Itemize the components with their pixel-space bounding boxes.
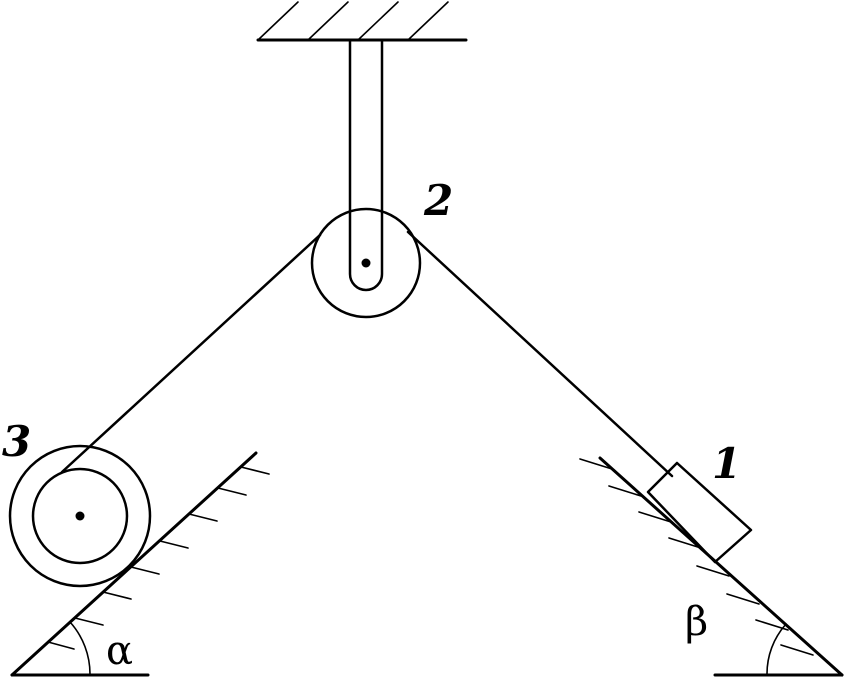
beta-arc xyxy=(766,623,787,676)
label-body-2: 2 xyxy=(423,176,453,225)
pulley-bracket xyxy=(348,38,384,292)
incline-left xyxy=(10,451,270,677)
ceiling-support xyxy=(256,1,468,42)
roller-3 xyxy=(8,444,152,588)
rope xyxy=(60,230,674,478)
block-1 xyxy=(646,461,753,564)
rope-right-segment xyxy=(406,230,674,478)
alpha-arc xyxy=(69,621,91,676)
label-body-1: 1 xyxy=(712,439,741,488)
label-alpha: α xyxy=(106,628,133,674)
incline-right xyxy=(579,456,844,677)
label-beta: β xyxy=(685,599,708,645)
rope-left-segment xyxy=(60,233,322,474)
incline-left-hatching xyxy=(47,466,270,650)
pulley-2 xyxy=(310,207,422,319)
label-body-3: 3 xyxy=(2,417,31,466)
